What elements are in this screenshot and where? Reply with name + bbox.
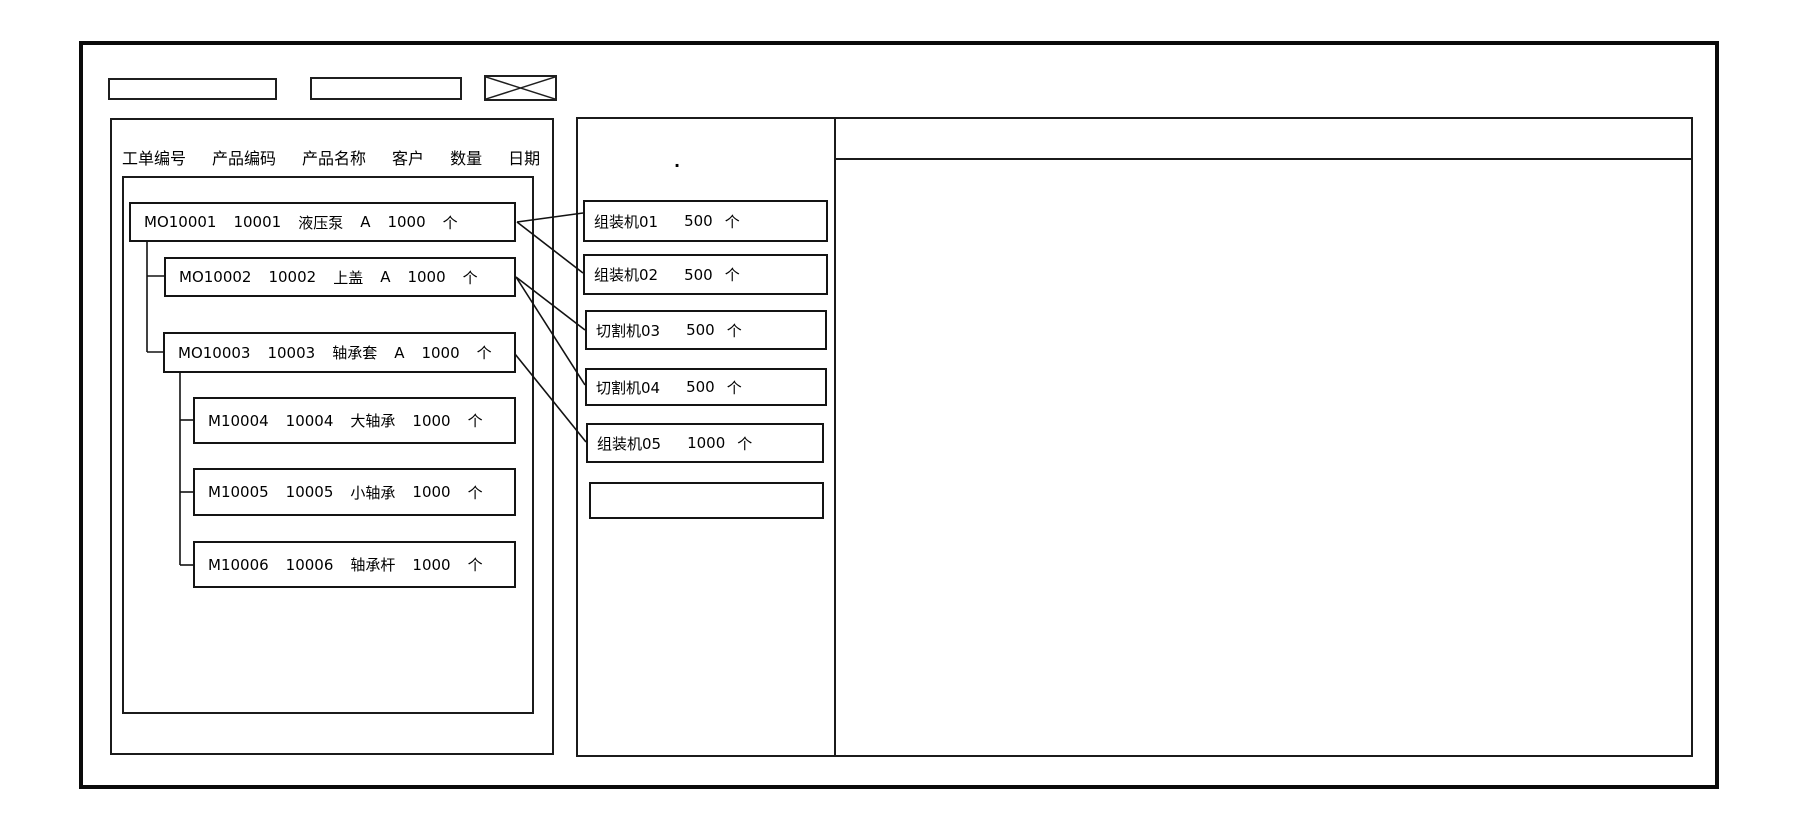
machine-name: 组装机05 <box>597 434 662 453</box>
unit: 个 <box>467 483 483 502</box>
work-order-box-m10004[interactable]: M10004 10004 大轴承 1000 个 <box>193 397 516 444</box>
unit: 个 <box>462 268 478 287</box>
machine-name: 组装机02 <box>594 266 659 284</box>
machine-qty: 1000 <box>687 434 726 452</box>
detail-panel-header <box>836 119 1691 160</box>
product-name: 轴承杆 <box>350 556 396 574</box>
x-icon <box>486 77 555 99</box>
quantity: 1000 <box>412 555 451 574</box>
order-no: M10005 <box>208 483 269 501</box>
product-name: 小轴承 <box>350 483 396 502</box>
machine-qty: 500 <box>686 321 715 339</box>
product-name: 上盖 <box>333 268 364 287</box>
machine-unit: 个 <box>726 321 742 340</box>
machine-box-qiegeji03[interactable]: 切割机03 500 个 <box>585 310 827 350</box>
machine-qty: 500 <box>684 212 713 230</box>
order-no: M10004 <box>208 411 269 430</box>
product-name: 大轴承 <box>350 412 396 430</box>
product-code: 10004 <box>285 411 334 430</box>
machine-box-zhuangji05[interactable]: 组装机05 1000 个 <box>586 423 824 463</box>
col-header-customer: 客户 <box>392 149 425 168</box>
machine-name: 切割机03 <box>596 321 661 340</box>
col-header-product-name: 产品名称 <box>302 149 367 168</box>
unit: 个 <box>442 213 458 232</box>
machine-unit: 个 <box>724 212 740 231</box>
work-order-box-m10005[interactable]: M10005 10005 小轴承 1000 个 <box>193 468 516 516</box>
order-no: M10006 <box>208 555 269 574</box>
machine-box-zhuangji02[interactable]: 组装机02 500 个 <box>583 254 828 295</box>
toolbar-field-1[interactable] <box>108 78 277 100</box>
machine-name: 组装机01 <box>594 212 659 231</box>
customer: A <box>394 343 405 362</box>
customer: A <box>380 268 391 286</box>
machine-unit: 个 <box>737 434 753 453</box>
detail-panel <box>834 117 1693 757</box>
col-header-quantity: 数量 <box>450 149 483 168</box>
col-header-product-code: 产品编码 <box>212 149 277 168</box>
order-no: MO10003 <box>178 343 251 362</box>
panel-dot: . <box>674 152 681 171</box>
quantity: 1000 <box>407 268 446 286</box>
product-code: 10001 <box>233 213 282 231</box>
machine-unit: 个 <box>726 378 742 397</box>
toolbar-field-2[interactable] <box>310 77 462 100</box>
product-name: 液压泵 <box>298 213 344 232</box>
quantity: 1000 <box>412 483 451 501</box>
work-order-box-m10006[interactable]: M10006 10006 轴承杆 1000 个 <box>193 541 516 588</box>
col-header-date: 日期 <box>508 149 541 168</box>
unit: 个 <box>476 344 492 362</box>
app-window-frame <box>79 41 1719 789</box>
col-header-order-no: 工单编号 <box>122 149 187 168</box>
machine-box-empty[interactable] <box>589 482 824 519</box>
product-code: 10003 <box>267 343 316 362</box>
machine-unit: 个 <box>724 266 740 284</box>
work-order-box-mo10001[interactable]: MO10001 10001 液压泵 A 1000 个 <box>129 202 516 242</box>
machine-qty: 500 <box>686 378 715 396</box>
work-order-box-mo10003[interactable]: MO10003 10003 轴承套 A 1000 个 <box>163 332 516 373</box>
order-no: MO10002 <box>179 268 252 286</box>
quantity: 1000 <box>421 343 460 362</box>
customer: A <box>360 213 371 231</box>
machine-box-zhuangji01[interactable]: 组装机01 500 个 <box>583 200 828 242</box>
quantity: 1000 <box>412 411 451 430</box>
machine-qty: 500 <box>684 265 713 284</box>
product-code: 10006 <box>285 555 334 574</box>
order-no: MO10001 <box>144 213 217 231</box>
unit: 个 <box>467 412 483 430</box>
machine-box-qiegeji04[interactable]: 切割机04 500 个 <box>585 368 827 406</box>
quantity: 1000 <box>387 213 426 231</box>
work-order-box-mo10002[interactable]: MO10002 10002 上盖 A 1000 个 <box>164 257 516 297</box>
machine-name: 切割机04 <box>596 378 661 397</box>
product-code: 10005 <box>285 483 334 501</box>
product-code: 10002 <box>268 268 317 286</box>
product-name: 轴承套 <box>332 344 378 362</box>
unit: 个 <box>467 556 483 574</box>
image-placeholder-button[interactable] <box>484 75 557 101</box>
column-headers: 工单编号 产品编码 产品名称 客户 数量 日期 <box>122 145 540 169</box>
